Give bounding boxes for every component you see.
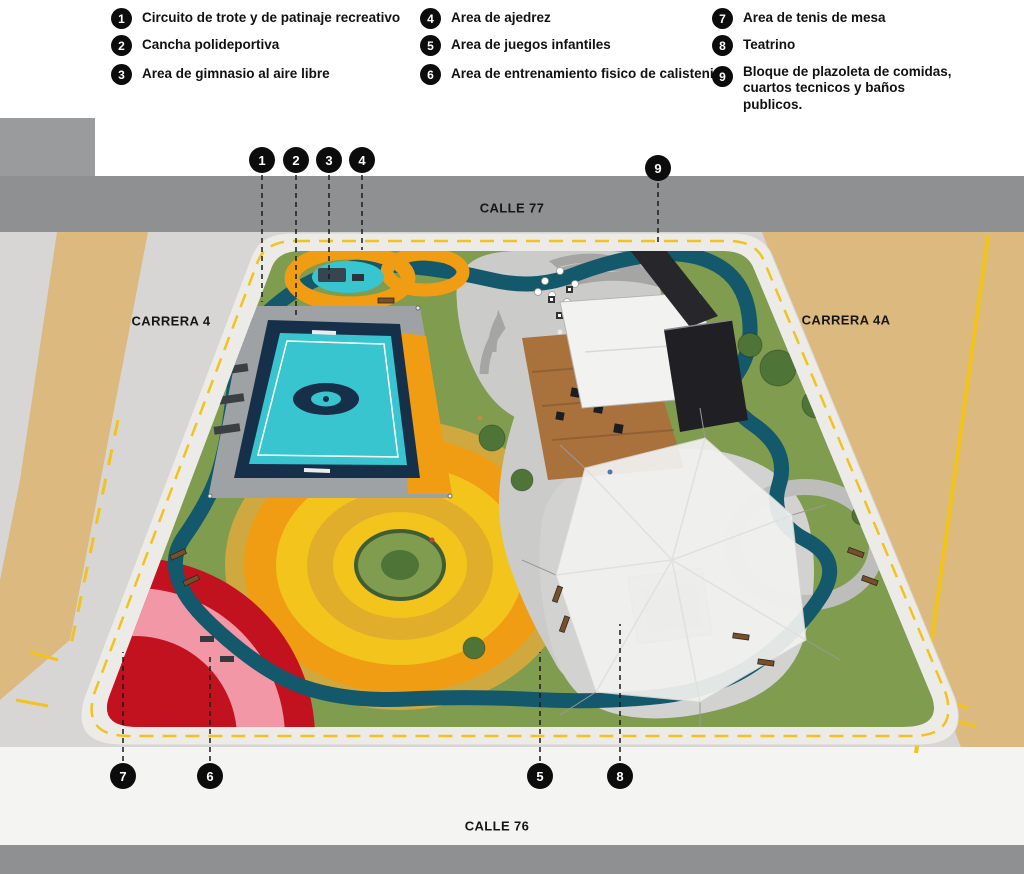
leader-lines (122, 175, 659, 761)
dark-box-building (664, 320, 748, 432)
corner-marking-sw-1 (29, 650, 59, 662)
outdoor-gym-area (284, 251, 470, 312)
services-building-block (559, 251, 748, 432)
legend-item-8: 8 Teatrino (712, 35, 795, 56)
people-dots (429, 329, 613, 543)
legend-number-badge: 9 (712, 66, 733, 87)
legend-item-9: 9 Bloque de plazoleta de comidas, cuarto… (712, 64, 962, 113)
legend-item-1: 1 Circuito de trote y de patinaje recrea… (111, 8, 400, 29)
benches (169, 297, 879, 667)
plan-marker-3: 3 (316, 147, 342, 173)
legend-item-2: 2 Cancha polideportiva (111, 35, 279, 56)
street-label-carrera-4a: CARRERA 4A (801, 312, 891, 328)
goal-frame (311, 330, 337, 335)
calisthenics-equipment (200, 636, 234, 662)
table-tennis-rings (106, 558, 315, 727)
plan-marker-8: 8 (607, 763, 633, 789)
plan-marker-9: 9 (645, 155, 671, 181)
sidewalk-bottom (0, 747, 1024, 845)
legend-label: Area de gimnasio al aire libre (142, 66, 330, 82)
parking-line-perimeter (90, 239, 950, 738)
legend-label: Teatrino (743, 37, 796, 53)
road-calle-76 (0, 845, 1024, 874)
legend-item-6: 6 Area de entrenamiento fisico de calist… (420, 64, 721, 85)
legend-item-3: 3 Area de gimnasio al aire libre (111, 64, 330, 85)
gray-block-top-left (0, 118, 95, 176)
plan-marker-1: 1 (249, 147, 275, 173)
legend-label: Area de tenis de mesa (743, 10, 886, 26)
court-benches (213, 363, 249, 435)
legend-label: Area de entrenamiento fisico de calisten… (451, 66, 722, 82)
sand-lot-right (762, 232, 1024, 750)
legend-number-badge: 7 (712, 8, 733, 29)
gym-equipment (318, 268, 346, 282)
sand-strip-left (0, 232, 148, 700)
legend-item-5: 5 Area de juegos infantiles (420, 35, 611, 56)
legend-number-badge: 3 (111, 64, 132, 85)
multisport-court (207, 305, 453, 499)
lane-marking-left (68, 419, 120, 651)
legend-label: Cancha polideportiva (142, 37, 280, 53)
legend-number-badge: 5 (420, 35, 441, 56)
legend-number-badge: 4 (420, 8, 441, 29)
legend-item-4: 4 Area de ajedrez (420, 8, 551, 29)
legend-label: Area de juegos infantiles (451, 37, 611, 53)
plan-marker-6: 6 (197, 763, 223, 789)
street-label-calle-77: CALLE 77 (479, 200, 545, 216)
plan-marker-7: 7 (110, 763, 136, 789)
plan-marker-2: 2 (283, 147, 309, 173)
legend-item-7: 7 Area de tenis de mesa (712, 8, 886, 29)
legend-number-badge: 1 (111, 8, 132, 29)
long-bar-building (622, 251, 718, 327)
park-interior (106, 251, 935, 727)
corner-marking-sw-2 (15, 698, 49, 708)
street-label-calle-76: CALLE 76 (464, 818, 530, 834)
legend-label: Area de ajedrez (451, 10, 551, 26)
legend-label: Bloque de plazoleta de comidas, cuartos … (743, 64, 952, 112)
road-calle-77 (0, 176, 1024, 232)
legend-label: Circuito de trote y de patinaje recreati… (142, 10, 401, 26)
plan-marker-4: 4 (349, 147, 375, 173)
street-label-carrera-4: CARRERA 4 (131, 313, 211, 329)
goal-frame (303, 468, 331, 473)
legend-number-badge: 6 (420, 64, 441, 85)
legend-number-badge: 8 (712, 35, 733, 56)
plan-marker-5: 5 (527, 763, 553, 789)
legend-number-badge: 2 (111, 35, 132, 56)
